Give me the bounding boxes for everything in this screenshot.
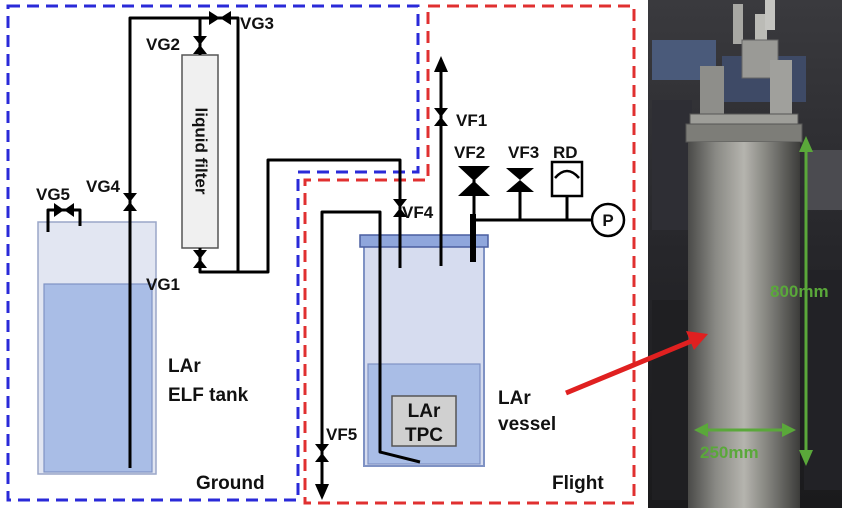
elf-tank-label-line2: ELF tank	[168, 385, 249, 406]
vf5-label: VF5	[326, 425, 357, 444]
valve-vf4-icon	[393, 199, 407, 217]
vf1-exhaust-arrow	[434, 56, 448, 72]
vg1-label: VG1	[146, 275, 180, 294]
vessel-lid	[359, 234, 489, 248]
valve-vf3-icon	[506, 168, 534, 192]
rd-label: RD	[553, 143, 578, 162]
lar-tpc-box	[391, 395, 457, 447]
vf4-label: VF4	[402, 203, 434, 222]
pressure-gauge-icon	[590, 202, 626, 238]
valve-vf1-icon	[434, 108, 448, 126]
elf-tank-label-line1: LAr	[168, 356, 201, 377]
vf3-label: VF3	[508, 143, 539, 162]
vf2-label: VF2	[454, 143, 485, 162]
valve-vf5-icon	[315, 444, 329, 462]
height-dimension-icon	[799, 136, 813, 466]
flight-region-label: Flight	[552, 473, 604, 494]
elf-tank	[37, 221, 157, 475]
vessel-label-line1: LAr	[498, 388, 531, 409]
valve-vf2-icon	[458, 166, 490, 196]
vg2-label: VG2	[146, 35, 180, 54]
liquid-filter-body	[181, 54, 219, 249]
flight-region-border	[303, 4, 636, 505]
valve-vg3-icon	[209, 11, 231, 25]
vg3-label: VG3	[240, 14, 274, 33]
pointer-arrow-icon	[565, 331, 708, 396]
height-dimension-label: 800mm	[770, 282, 829, 301]
tpc-label-line1: LAr	[408, 401, 441, 422]
diameter-dimension-label: 250mm	[700, 443, 759, 462]
liquid-filter-label: liquid filter	[192, 108, 211, 195]
tpc-label-line2: TPC	[405, 425, 443, 446]
vg5-label: VG5	[36, 185, 70, 204]
vf1-label: VF1	[456, 111, 487, 130]
valve-vg5-icon	[54, 203, 74, 217]
vg4-label: VG4	[86, 177, 121, 196]
photo-panel	[648, 0, 842, 508]
valve-vg1-icon	[193, 250, 207, 268]
ground-region-label: Ground	[196, 473, 265, 494]
pressure-gauge-label: P	[602, 211, 613, 230]
rupture-disk-icon	[550, 160, 584, 198]
valve-vg4-icon	[123, 193, 137, 211]
lar-vessel	[359, 234, 489, 467]
diameter-dimension-icon	[694, 423, 796, 437]
ground-region-border	[6, 4, 420, 502]
vessel-label-line2: vessel	[498, 414, 556, 435]
vf5-exhaust-arrow	[315, 484, 329, 500]
valve-vg2-icon	[193, 36, 207, 54]
